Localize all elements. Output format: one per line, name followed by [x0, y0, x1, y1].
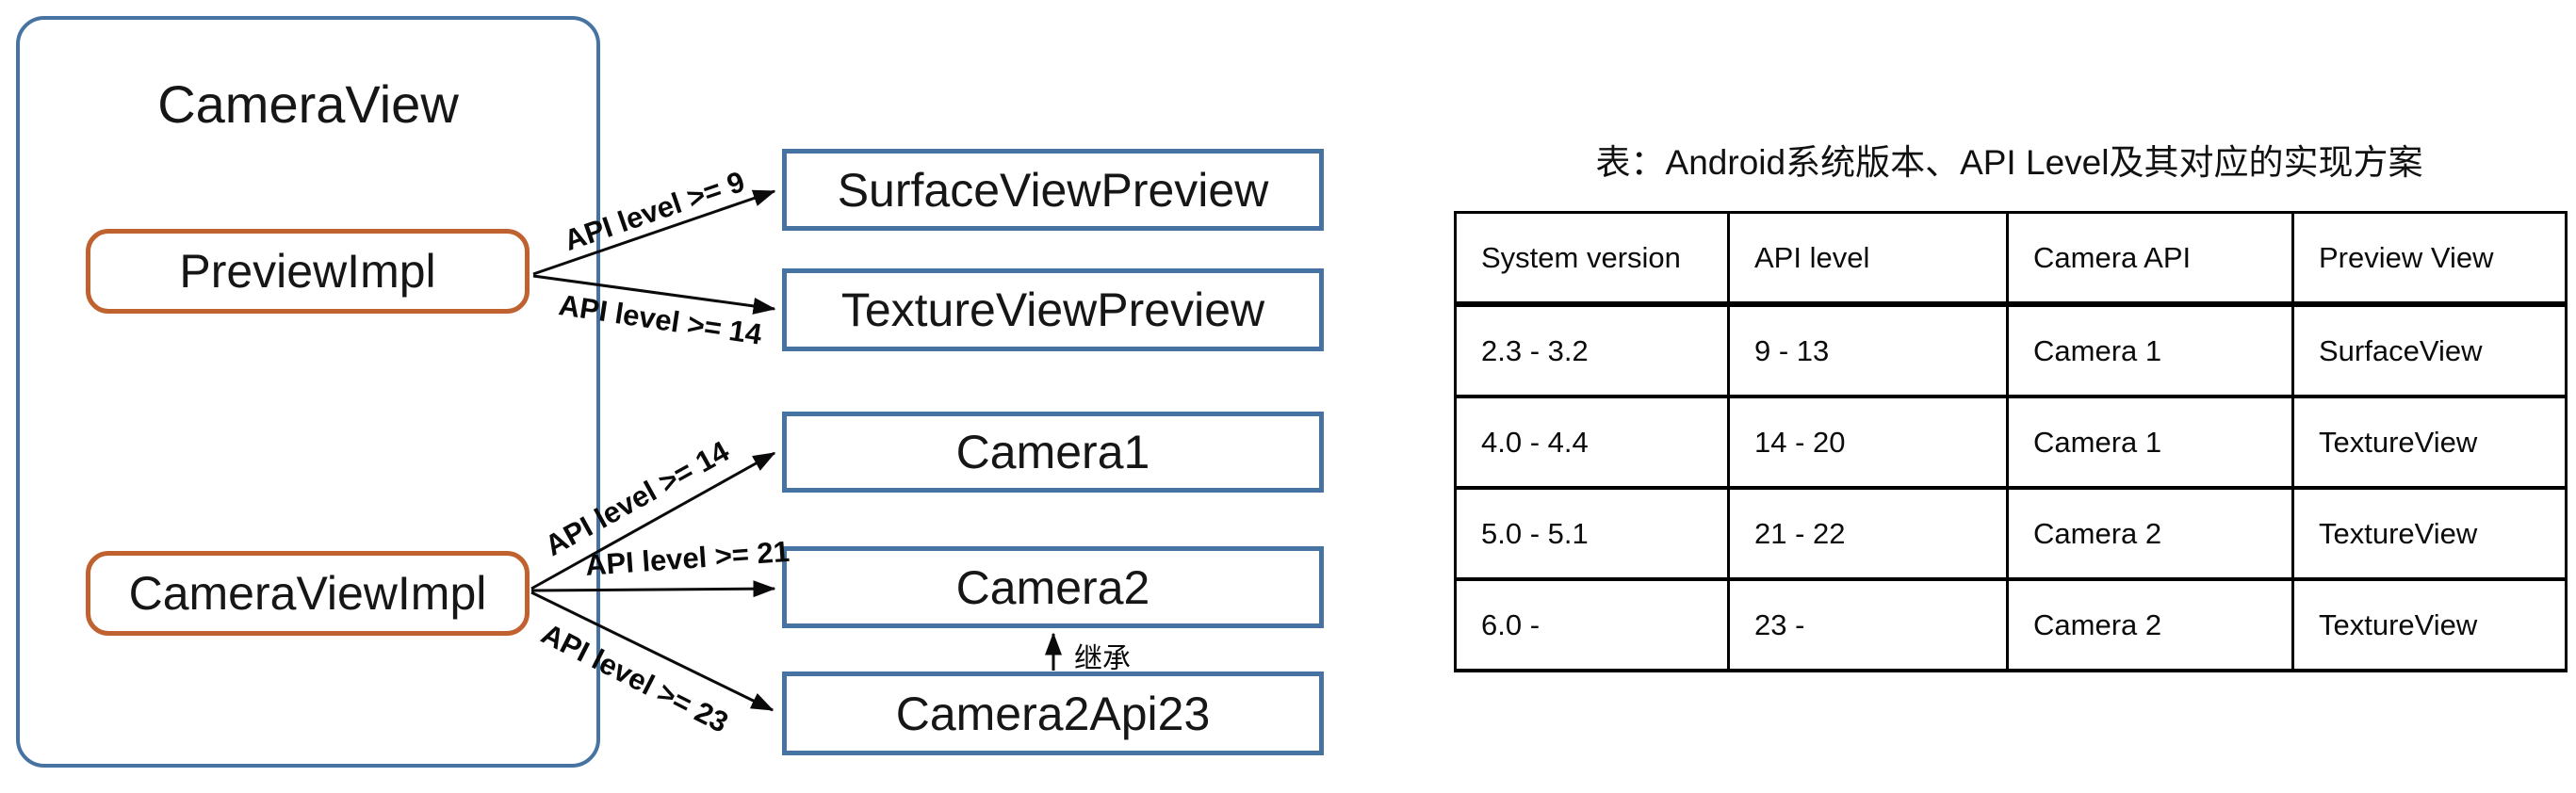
- camera2-node: Camera2: [782, 546, 1324, 628]
- cell-system-version: 4.0 - 4.4: [1454, 395, 1730, 490]
- camera2api23-label: Camera2Api23: [895, 687, 1211, 740]
- textureviewpreview-node: TextureViewPreview: [782, 268, 1324, 351]
- header-preview-view: Preview View: [2291, 211, 2568, 307]
- cell-system-version: 2.3 - 3.2: [1454, 302, 1730, 398]
- surfaceviewpreview-node: SurfaceViewPreview: [782, 149, 1324, 231]
- cameraviewimpl-node: CameraViewImpl: [86, 551, 530, 636]
- table-title: 表：Android系统版本、API Level及其对应的实现方案: [1595, 143, 2423, 182]
- camera2-label: Camera2: [955, 560, 1150, 614]
- cell-system-version: 6.0 -: [1454, 577, 1730, 672]
- textureviewpreview-label: TextureViewPreview: [840, 283, 1265, 336]
- android-version-table: System version API level Camera API Prev…: [1454, 211, 2568, 672]
- cell-api-level: 21 - 22: [1727, 486, 2009, 581]
- header-camera-api: Camera API: [2006, 211, 2294, 307]
- camera1-node: Camera1: [782, 412, 1324, 493]
- surfaceviewpreview-label: SurfaceViewPreview: [837, 163, 1269, 217]
- cell-camera-api: Camera 1: [2006, 395, 2294, 490]
- camera2api23-node: Camera2Api23: [782, 672, 1324, 755]
- cameraview-container-box: [16, 16, 600, 768]
- cell-api-level: 9 - 13: [1727, 302, 2009, 398]
- header-api-level: API level: [1727, 211, 2009, 307]
- api-level-21-edge-label: API level >= 21: [584, 534, 791, 582]
- table-row: 4.0 - 4.4 14 - 20 Camera 1 TextureView: [1454, 395, 2568, 490]
- cameraview-title: CameraView: [157, 74, 459, 134]
- cell-preview-view: TextureView: [2291, 395, 2568, 490]
- cell-api-level: 14 - 20: [1727, 395, 2009, 490]
- cell-camera-api: Camera 2: [2006, 486, 2294, 581]
- camera1-label: Camera1: [955, 426, 1150, 478]
- header-system-version: System version: [1454, 211, 1730, 307]
- cell-camera-api: Camera 1: [2006, 302, 2294, 398]
- cell-api-level: 23 -: [1727, 577, 2009, 672]
- table-header-row: System version API level Camera API Prev…: [1454, 211, 2568, 307]
- cell-camera-api: Camera 2: [2006, 577, 2294, 672]
- cameraviewimpl-label: CameraViewImpl: [128, 567, 487, 620]
- previewimpl-node: PreviewImpl: [86, 229, 530, 314]
- inherit-edge-label: 继承: [1074, 643, 1131, 674]
- cell-preview-view: TextureView: [2291, 486, 2568, 581]
- cell-preview-view: SurfaceView: [2291, 302, 2568, 398]
- cell-preview-view: TextureView: [2291, 577, 2568, 672]
- table-row: 5.0 - 5.1 21 - 22 Camera 2 TextureView: [1454, 486, 2568, 581]
- table-row: 6.0 - 23 - Camera 2 TextureView: [1454, 577, 2568, 672]
- cell-system-version: 5.0 - 5.1: [1454, 486, 1730, 581]
- previewimpl-label: PreviewImpl: [179, 245, 436, 298]
- table-row: 2.3 - 3.2 9 - 13 Camera 1 SurfaceView: [1454, 302, 2568, 398]
